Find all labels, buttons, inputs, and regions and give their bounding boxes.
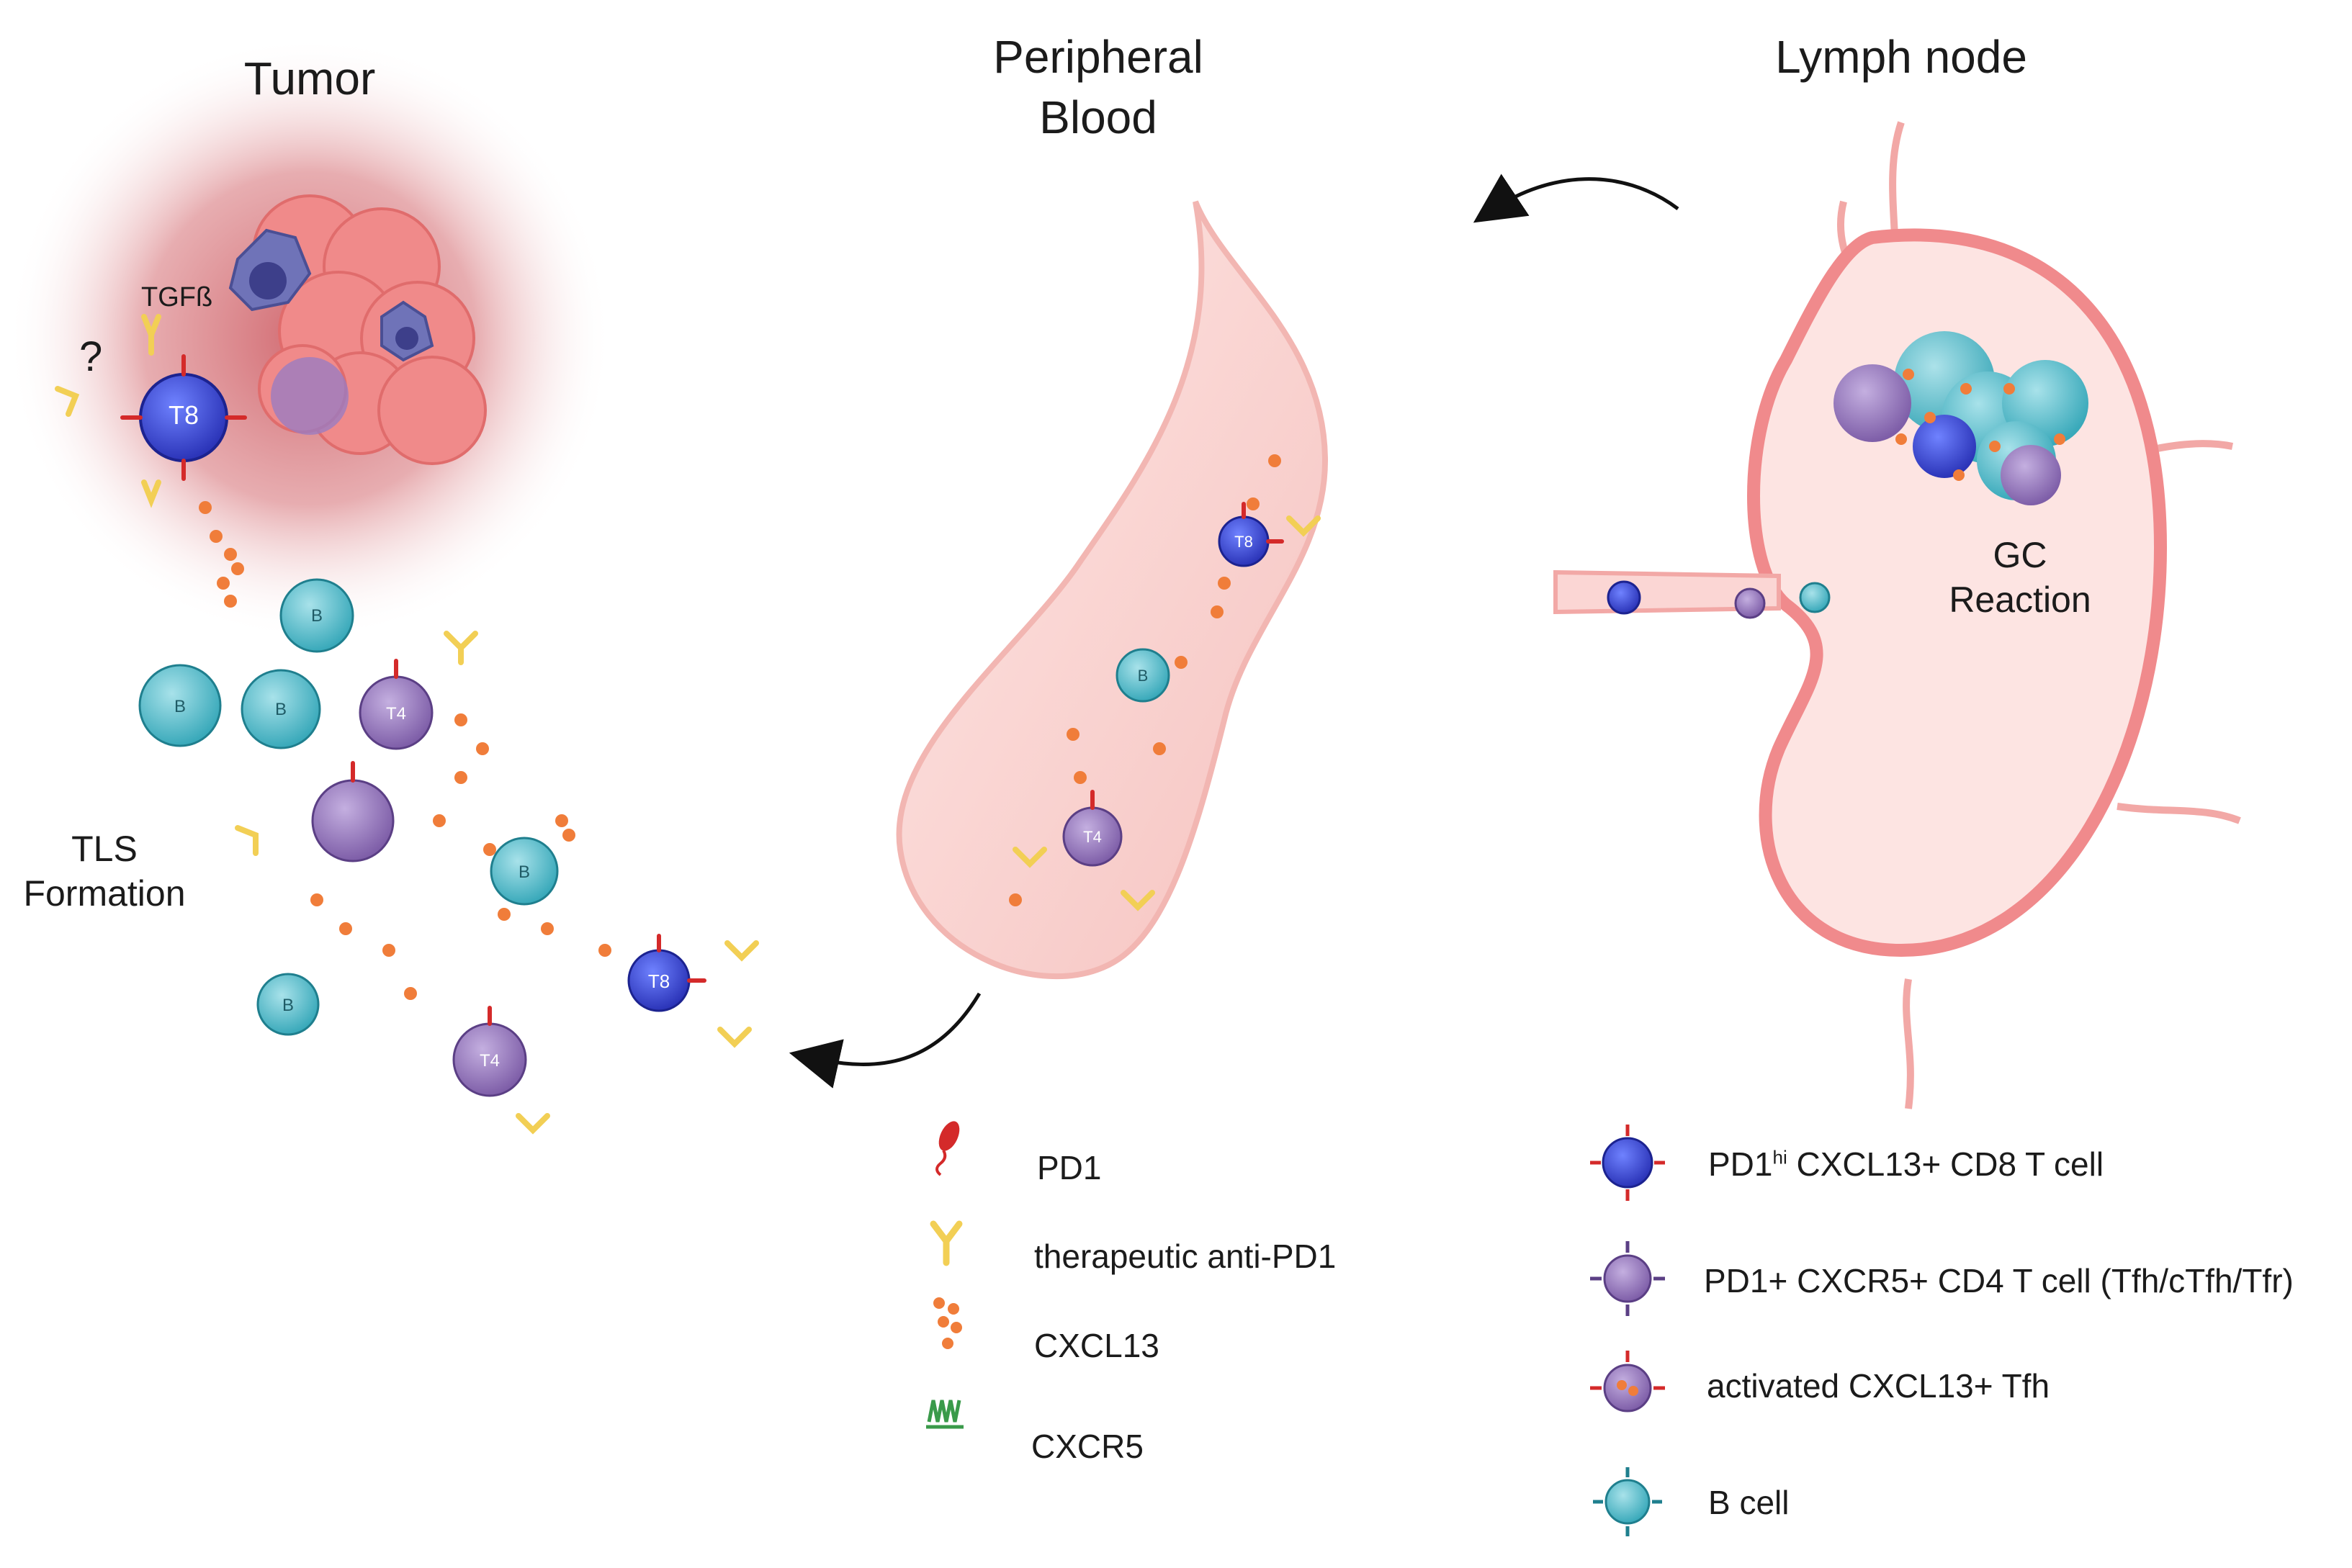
t8-cell-label-blood: T8 [1234,533,1253,551]
legend-cd4-label: PD1+ CXCR5+ CD4 T cell (Tfh/cTfh/Tfr) [1704,1262,2294,1299]
b-cell-label-1: B [310,606,323,626]
legend-b-cell-label: B cell [1708,1484,1790,1521]
b-cell-tls-3 [241,669,321,749]
b-cell-label-5: B [282,996,294,1015]
activated-tfh-icon [1590,1351,1665,1412]
blood-title-line2: Blood [1039,91,1157,143]
b-cell-icon [1593,1467,1662,1536]
legend-activated-tfh-label: activated CXCL13+ Tfh [1707,1367,2050,1405]
b-cell-tls-5 [256,973,320,1036]
tumor-title: Tumor [243,53,376,104]
t4-cell-tls-2 [311,779,395,862]
legend-pd1-label: PD1 [1037,1149,1102,1186]
b-cell-tls-4 [490,837,559,906]
b-cell-label-4: B [518,862,530,882]
blood-vessel [896,200,1329,979]
dendritic-cell-2 [380,300,434,362]
legend-cxcr5-label: CXCR5 [1031,1428,1144,1465]
legend-cxcl13-label: CXCL13 [1034,1327,1159,1364]
dendritic-cell [228,228,312,312]
legend-left-icons [926,1121,964,1429]
question-mark-label: ? [79,333,103,380]
gc-cluster [1833,331,2088,505]
blood-title-line1: Peripheral [993,31,1203,83]
t4-cell-label-1: T4 [385,704,406,724]
lymph-node [1553,121,2241,1109]
legend-cd8-label: PD1hi CXCL13+ CD8 T cell [1708,1145,2104,1183]
legend-anti-pd1-label: therapeutic anti-PD1 [1034,1238,1337,1275]
arrow-lymph-to-blood [1473,174,1679,223]
t8-cell-label-tls: T8 [647,970,670,992]
b-cell-tls-2 [138,664,222,747]
tls-label-line2: Formation [23,873,186,914]
cd8-t-cell-icon [1590,1125,1665,1201]
tumor-t4-cell [271,357,349,435]
t8-cell-lymph-vessel [1607,580,1641,615]
b-cell-label-blood: B [1137,667,1149,685]
arrow-blood-to-tumor [789,992,982,1089]
gc-label-line1: GC [1993,535,2047,575]
t4-cell-label-blood: T4 [1083,828,1102,846]
lymph-node-title: Lymph node [1775,31,2027,83]
b-cell-label-2: B [174,697,186,716]
antibody-icon [930,1220,963,1266]
t4-cell-lymph-vessel [1734,587,1766,619]
b-cell-blood [1116,648,1170,703]
cd4-t-cell-icon [1590,1241,1665,1316]
t8-cell-label: T8 [168,400,199,430]
gc-label-line2: Reaction [1949,580,2091,620]
anti-pd1-antibodies [55,314,1321,1135]
pd1-icon [935,1121,960,1176]
cxcr5-receptor-icon [926,1400,964,1429]
tls-label-line1: TLS [71,829,138,869]
b-cell-label-3: B [274,700,287,719]
cxcl13-dots-icon [933,1297,962,1349]
legend-right-icons [1590,1125,1665,1536]
b-cell-tls-1 [279,578,354,653]
t4-cell-label-3: T4 [479,1051,500,1071]
tgfb-label: TGFß [141,282,213,312]
pd1-receptors [120,354,1284,1026]
b-cell-lymph-vessel [1799,582,1831,613]
